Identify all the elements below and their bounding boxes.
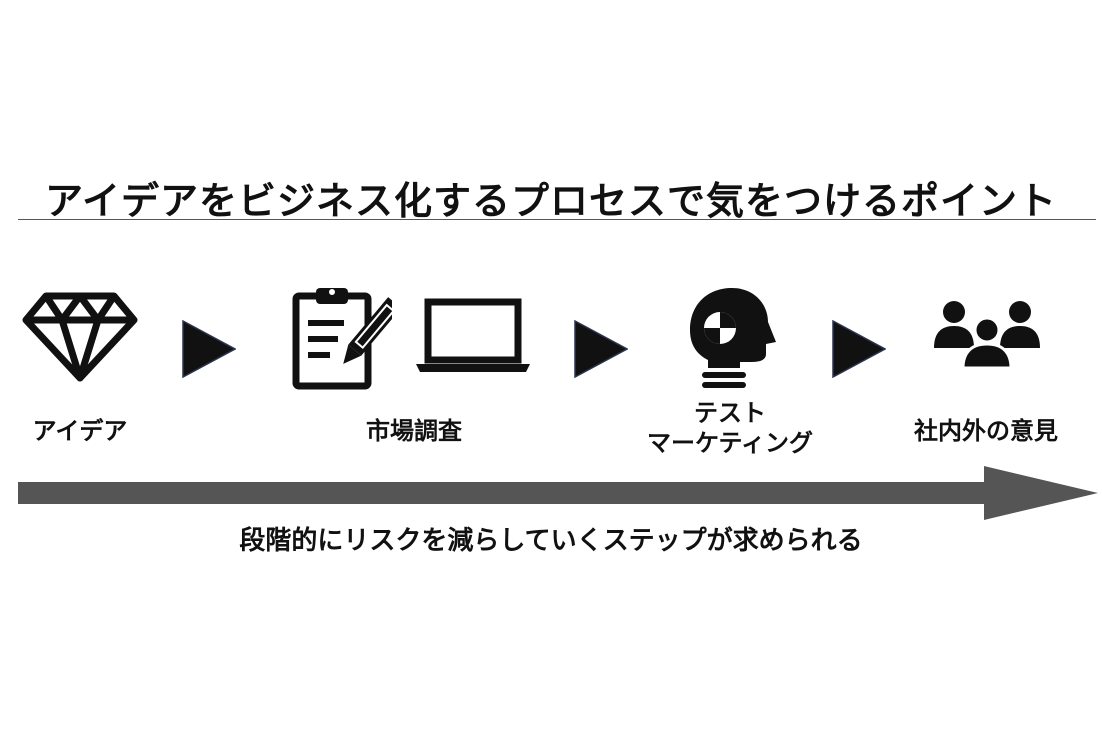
- diagram-caption: 段階的にリスクを減らしていくステップが求められる: [239, 526, 863, 556]
- clipboard-pencil-icon: [290, 286, 392, 390]
- diagram-title: アイデアをビジネス化するプロセスで気をつけるポイント: [44, 179, 1058, 223]
- title-divider: [18, 219, 1096, 220]
- progress-arrow: [18, 466, 1102, 520]
- step-label-idea: アイデア: [32, 417, 128, 445]
- play-arrow-icon: [832, 320, 886, 378]
- step-label-test-line1: テスト: [694, 399, 766, 427]
- group-people-icon: [932, 300, 1042, 370]
- play-arrow-icon: [574, 320, 628, 378]
- step-label-test-line2: マーケティング: [646, 429, 814, 457]
- laptop-icon: [414, 298, 532, 374]
- diamond-icon: [22, 292, 138, 382]
- step-label-test-marketing: テスト マーケティング: [620, 398, 840, 458]
- step-label-opinions: 社内外の意見: [914, 417, 1058, 445]
- step-label-market-research: 市場調査: [366, 417, 462, 445]
- play-arrow-icon: [182, 320, 236, 378]
- crash-test-dummy-head-icon: [680, 286, 780, 392]
